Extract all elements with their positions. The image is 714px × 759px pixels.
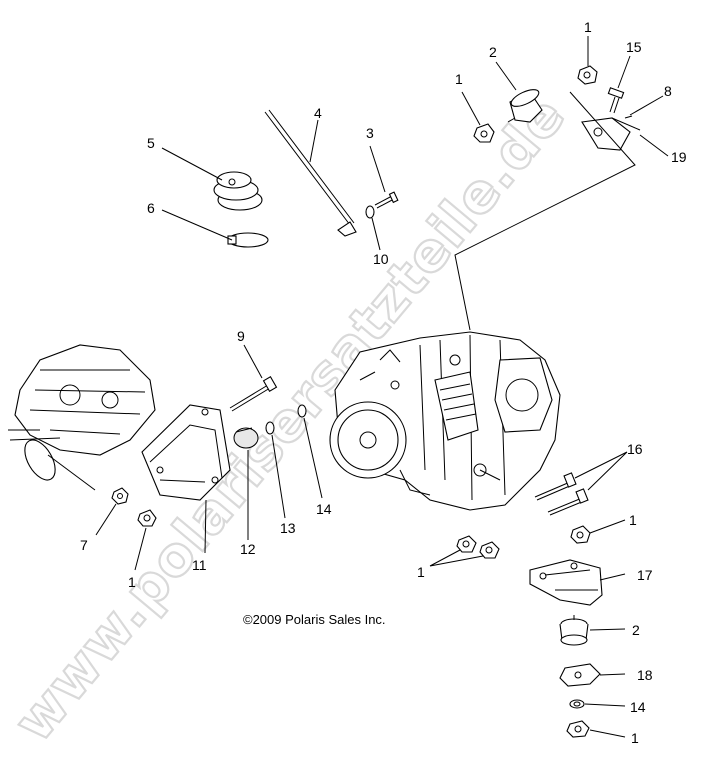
part-1-nut-top-left bbox=[473, 123, 495, 143]
part-15-bolt bbox=[607, 87, 625, 114]
callout-1: 1 bbox=[629, 512, 637, 528]
engine-assembly bbox=[329, 331, 561, 511]
part-2-mount-top bbox=[507, 89, 543, 123]
callout-1: 1 bbox=[631, 730, 639, 746]
callout-6: 6 bbox=[147, 200, 155, 216]
part-2-mount-lower bbox=[559, 615, 589, 646]
part-1-nut-right bbox=[570, 525, 591, 544]
part-1-nut-lower-left bbox=[137, 509, 157, 527]
part-7-nut bbox=[111, 487, 129, 505]
callout-14: 14 bbox=[316, 501, 332, 517]
callout-1: 1 bbox=[128, 574, 136, 590]
callout-9: 9 bbox=[237, 328, 245, 344]
part-12-mount bbox=[233, 427, 259, 449]
callout-18: 18 bbox=[637, 667, 653, 683]
callout-13: 13 bbox=[280, 520, 296, 536]
assembly-leader-line bbox=[454, 91, 636, 331]
callout-7: 7 bbox=[80, 537, 88, 553]
callout-1: 1 bbox=[417, 564, 425, 580]
callout-14: 14 bbox=[630, 699, 646, 715]
callout-3: 3 bbox=[366, 125, 374, 141]
callout-2: 2 bbox=[632, 622, 640, 638]
part-11-bracket bbox=[141, 404, 231, 501]
callout-1: 1 bbox=[584, 19, 592, 35]
callout-12: 12 bbox=[240, 541, 256, 557]
part-18-plate bbox=[559, 663, 601, 687]
part-1-nut-bottom bbox=[566, 720, 590, 738]
callout-4: 4 bbox=[314, 105, 322, 121]
leader-lines bbox=[95, 36, 669, 738]
part-1-nut-top-right bbox=[577, 65, 598, 85]
callout-19: 19 bbox=[671, 149, 687, 165]
part-14-washer-mid bbox=[297, 404, 307, 418]
callout-17: 17 bbox=[637, 567, 653, 583]
part-19-bracket bbox=[581, 117, 641, 151]
part-9-bolt bbox=[229, 376, 278, 412]
transmission-assembly bbox=[8, 344, 156, 491]
callout-labels: 1 2 1 15 8 19 4 3 5 6 10 9 16 1 7 1 11 1… bbox=[80, 19, 687, 746]
callout-10: 10 bbox=[373, 251, 389, 267]
callout-2: 2 bbox=[489, 44, 497, 60]
part-8-pin bbox=[624, 115, 633, 119]
part-17-bracket bbox=[529, 559, 603, 606]
copyright-text: ©2009 Polaris Sales Inc. bbox=[243, 612, 386, 627]
callout-11: 11 bbox=[192, 557, 207, 573]
part-16-bolts bbox=[534, 472, 589, 516]
callout-5: 5 bbox=[147, 135, 155, 151]
part-6-clamp bbox=[227, 232, 269, 248]
part-10-washer bbox=[365, 205, 375, 219]
callout-1: 1 bbox=[455, 71, 463, 87]
part-1-nuts-lower-center bbox=[456, 535, 500, 559]
part-14-washer-lower bbox=[569, 699, 585, 709]
callout-16: 16 bbox=[627, 441, 643, 457]
part-3-bolt bbox=[374, 191, 399, 209]
part-13-washer bbox=[265, 421, 275, 435]
callout-8: 8 bbox=[664, 83, 672, 99]
part-5-boot bbox=[213, 171, 263, 211]
callout-15: 15 bbox=[626, 39, 642, 55]
part-4-rod bbox=[264, 109, 357, 237]
